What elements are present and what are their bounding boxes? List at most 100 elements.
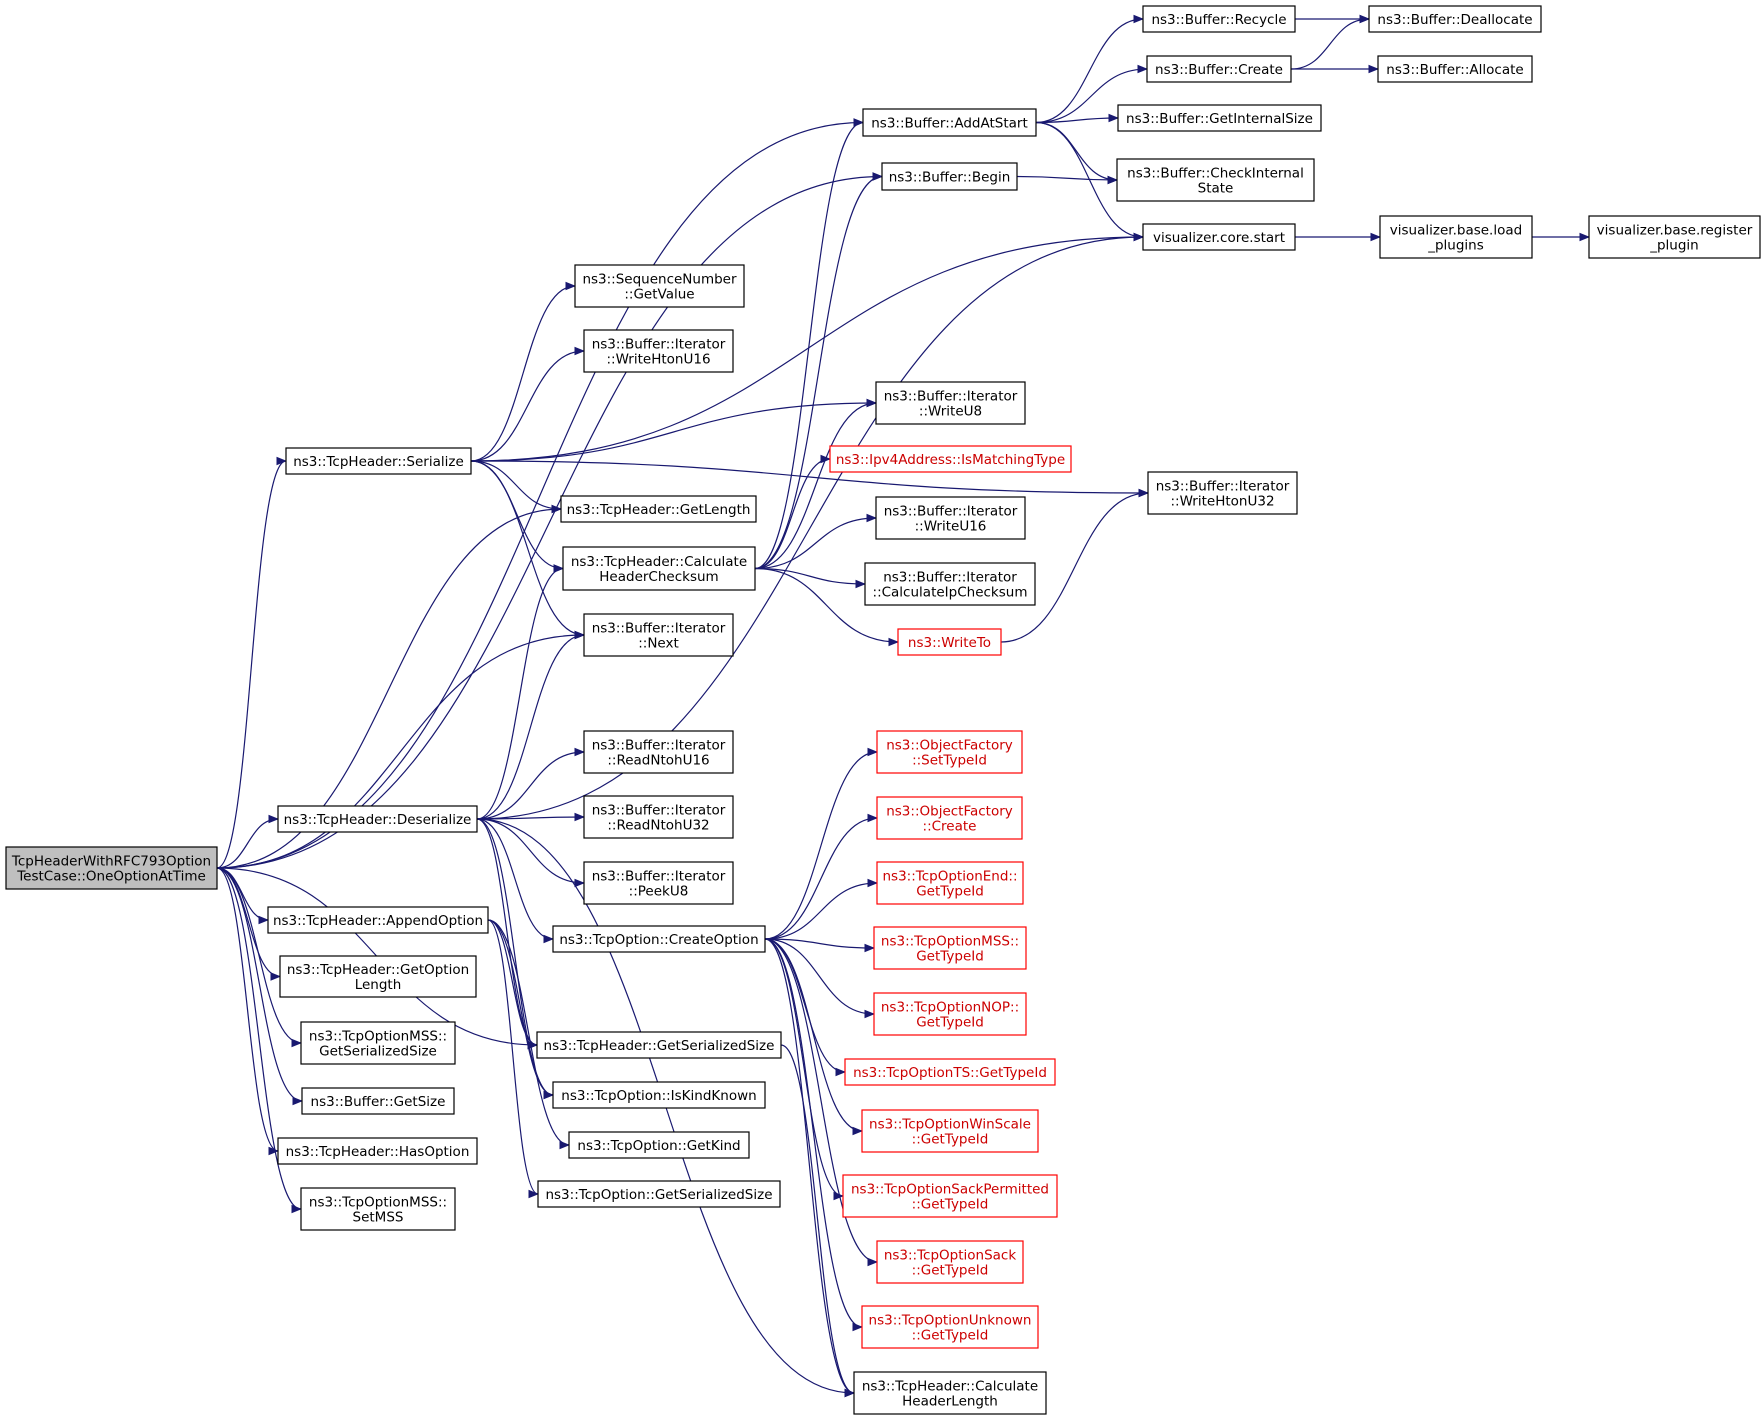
node-seqGetValue[interactable]: ns3::SequenceNumber::GetValue xyxy=(574,264,745,308)
node-label: ns3::Buffer::Iterator xyxy=(592,869,726,885)
node-getKind[interactable]: ns3::TcpOption::GetKind xyxy=(568,1131,750,1159)
node-label: ns3::TcpOptionMSS:: xyxy=(309,1195,447,1211)
node-box xyxy=(876,796,1023,840)
node-peekU8[interactable]: ns3::Buffer::Iterator::PeekU8 xyxy=(583,861,734,905)
node-ofSetTypeId[interactable]: ns3::ObjectFactory::SetTypeId xyxy=(876,730,1023,774)
node-vizLoadPlugins[interactable]: visualizer.base.load_plugins xyxy=(1379,215,1533,259)
node-label: TestCase::OneOptionAtTime xyxy=(16,869,206,885)
node-sackGetTypeId[interactable]: ns3::TcpOptionSack::GetTypeId xyxy=(876,1240,1024,1284)
node-writeHtonU32[interactable]: ns3::Buffer::Iterator::WriteHtonU32 xyxy=(1147,471,1298,515)
edge-deserialize-to-vizStart xyxy=(476,232,1145,820)
node-label: ns3::TcpOptionSack xyxy=(884,1248,1017,1264)
node-isKindKnown[interactable]: ns3::TcpOption::IsKindKnown xyxy=(552,1081,766,1109)
node-label: ns3::Ipv4Address::IsMatchingType xyxy=(836,452,1065,468)
node-vizRegisterPlugin[interactable]: visualizer.base.register_plugin xyxy=(1588,215,1761,259)
node-ipv4IsMatchingType[interactable]: ns3::Ipv4Address::IsMatchingType xyxy=(829,445,1072,473)
node-begin[interactable]: ns3::Buffer::Begin xyxy=(881,162,1018,191)
node-label: ns3::TcpOptionUnknown xyxy=(869,1313,1032,1329)
node-label: ns3::TcpHeader::Calculate xyxy=(862,1379,1038,1395)
node-label: ::CalculateIpChecksum xyxy=(873,585,1028,601)
node-label: ::ReadNtohU32 xyxy=(607,818,709,834)
edge-addAtStart-to-getInternalSize xyxy=(1035,113,1120,124)
node-label: ns3::ObjectFactory xyxy=(886,738,1013,754)
node-box xyxy=(1142,5,1296,33)
node-calcIpChecksum[interactable]: ns3::Buffer::Iterator::CalculateIpChecks… xyxy=(864,562,1036,606)
edge-deserialize-to-isKindKnown xyxy=(476,818,555,1100)
node-winScaleGetTypeId[interactable]: ns3::TcpOptionWinScale::GetTypeId xyxy=(861,1109,1039,1153)
node-unknownGetTypeId[interactable]: ns3::TcpOptionUnknown::GetTypeId xyxy=(861,1305,1039,1349)
edge-root-to-hasOption xyxy=(216,867,280,1156)
node-ofCreate[interactable]: ns3::ObjectFactory::Create xyxy=(876,796,1023,840)
node-box xyxy=(1377,55,1533,83)
node-box xyxy=(1368,5,1542,33)
node-getLength[interactable]: ns3::TcpHeader::GetLength xyxy=(560,495,757,523)
node-recycle[interactable]: ns3::Buffer::Recycle xyxy=(1142,5,1296,33)
edge-createOption-to-nopGetTypeId xyxy=(764,938,876,1019)
node-writeU8[interactable]: ns3::Buffer::Iterator::WriteU8 xyxy=(875,381,1026,425)
node-box xyxy=(844,1058,1056,1086)
node-label: ns3::TcpOption::IsKindKnown xyxy=(561,1088,756,1104)
node-label: ns3::Buffer::Iterator xyxy=(592,621,726,637)
edge-serialize-to-writeU8 xyxy=(470,398,878,462)
node-writeTo[interactable]: ns3::WriteTo xyxy=(897,628,1002,656)
node-optionGetSerializedSize[interactable]: ns3::TcpOption::GetSerializedSize xyxy=(537,1180,781,1208)
node-mssGetTypeId[interactable]: ns3::TcpOptionMSS::GetTypeId xyxy=(873,926,1027,970)
node-bufferGetSize[interactable]: ns3::Buffer::GetSize xyxy=(301,1087,455,1115)
node-box xyxy=(876,730,1023,774)
node-box xyxy=(279,955,477,998)
node-getInternalSize[interactable]: ns3::Buffer::GetInternalSize xyxy=(1117,104,1322,132)
node-box xyxy=(1379,215,1533,259)
node-headerGetSerializedSize[interactable]: ns3::TcpHeader::GetSerializedSize xyxy=(536,1031,782,1059)
node-box xyxy=(568,1131,750,1159)
edge-createOption-to-ofSetTypeId xyxy=(764,747,879,940)
node-setMSS[interactable]: ns3::TcpOptionMSS::SetMSS xyxy=(300,1187,456,1231)
node-readNtohU32[interactable]: ns3::Buffer::Iterator::ReadNtohU32 xyxy=(583,795,734,839)
node-vizStart[interactable]: visualizer.core.start xyxy=(1142,223,1296,251)
node-layer: TcpHeaderWithRFC793OptionTestCase::OneOp… xyxy=(5,5,1761,1415)
edge-serialize-to-iterNext xyxy=(470,460,586,640)
node-mssGetSerializedSize[interactable]: ns3::TcpOptionMSS::GetSerializedSize xyxy=(300,1021,456,1065)
edge-root-to-serialize xyxy=(216,456,288,869)
node-root[interactable]: TcpHeaderWithRFC793OptionTestCase::OneOp… xyxy=(5,846,218,890)
node-deserialize[interactable]: ns3::TcpHeader::Deserialize xyxy=(277,805,478,833)
node-label: ::GetTypeId xyxy=(912,1132,989,1148)
edge-calcHeaderChecksum-to-begin xyxy=(754,172,884,570)
node-endGetTypeId[interactable]: ns3::TcpOptionEnd::GetTypeId xyxy=(876,861,1024,905)
edge-createOption-to-ofCreate xyxy=(764,813,879,940)
node-iterNext[interactable]: ns3::Buffer::Iterator::Next xyxy=(583,613,734,657)
node-readNtohU16[interactable]: ns3::Buffer::Iterator::ReadNtohU16 xyxy=(583,730,734,774)
node-allocate[interactable]: ns3::Buffer::Allocate xyxy=(1377,55,1533,83)
node-box xyxy=(583,730,734,774)
node-appendOption[interactable]: ns3::TcpHeader::AppendOption xyxy=(267,906,489,934)
edge-createOption-to-endGetTypeId xyxy=(764,878,879,940)
node-nopGetTypeId[interactable]: ns3::TcpOptionNOP::GetTypeId xyxy=(873,992,1027,1036)
node-box xyxy=(552,1081,766,1109)
node-label: ::GetTypeId xyxy=(912,1328,989,1344)
node-create[interactable]: ns3::Buffer::Create xyxy=(1146,55,1292,83)
node-label: ns3::TcpHeader::HasOption xyxy=(286,1144,470,1160)
node-deallocate[interactable]: ns3::Buffer::Deallocate xyxy=(1368,5,1542,33)
edge-root-to-iterNext xyxy=(216,630,586,869)
node-createOption[interactable]: ns3::TcpOption::CreateOption xyxy=(552,925,766,953)
edge-createOption-to-sackGetTypeId xyxy=(764,938,879,1267)
node-addAtStart[interactable]: ns3::Buffer::AddAtStart xyxy=(862,108,1037,137)
node-serialize[interactable]: ns3::TcpHeader::Serialize xyxy=(285,447,472,475)
node-box xyxy=(537,1180,781,1208)
node-sackPermGetTypeId[interactable]: ns3::TcpOptionSackPermitted::GetTypeId xyxy=(842,1174,1058,1218)
node-tsGetTypeId[interactable]: ns3::TcpOptionTS::GetTypeId xyxy=(844,1058,1056,1086)
node-label: ns3::TcpHeader::Calculate xyxy=(571,554,747,570)
node-writeHtonU16[interactable]: ns3::Buffer::Iterator::WriteHtonU16 xyxy=(583,329,734,373)
node-box xyxy=(1142,223,1296,251)
node-writeU16[interactable]: ns3::Buffer::Iterator::WriteU16 xyxy=(875,496,1026,540)
node-box xyxy=(301,1087,455,1115)
node-label: ns3::TcpHeader::Serialize xyxy=(293,454,464,470)
node-hasOption[interactable]: ns3::TcpHeader::HasOption xyxy=(277,1137,478,1165)
node-label: visualizer.base.load xyxy=(1390,223,1522,239)
node-box xyxy=(1146,55,1292,83)
edge-root-to-setMSS xyxy=(216,867,303,1214)
edge-createOption-to-unknownGetTypeId xyxy=(764,938,864,1332)
